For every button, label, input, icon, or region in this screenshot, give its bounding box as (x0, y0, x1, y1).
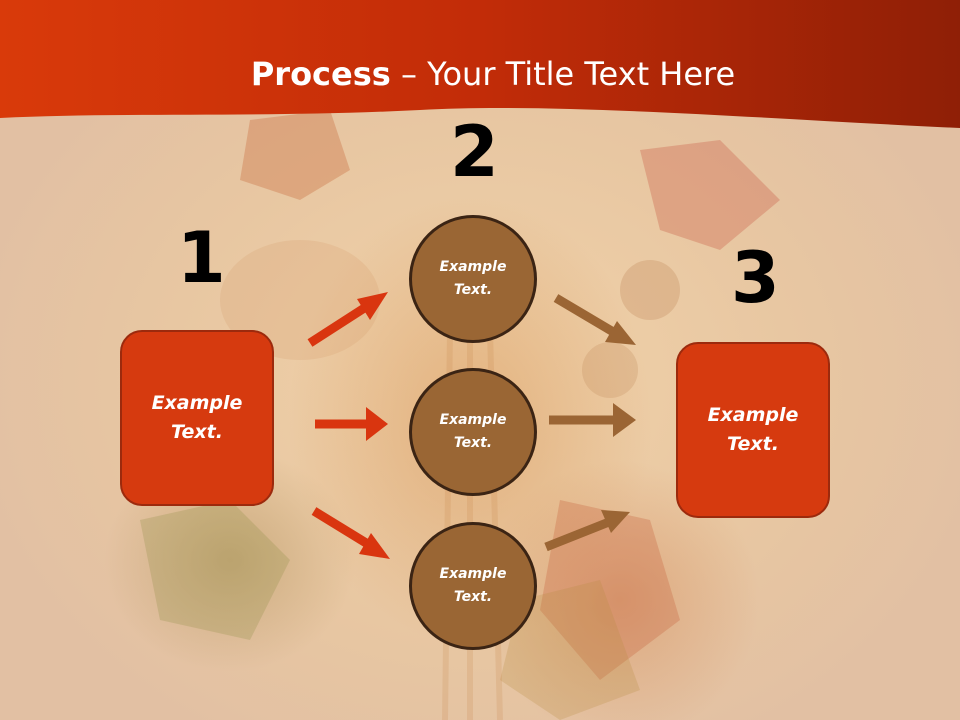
step-box-1: Example Text. (120, 330, 274, 506)
process-circle-bottom: Example Text. (409, 522, 537, 650)
arrow-from-middle-circle (549, 403, 636, 437)
title-bold: Process (250, 55, 391, 93)
arrow-from-top-circle (553, 294, 636, 345)
process-circle-middle: Example Text. (409, 368, 537, 496)
step-box-3-text: Example Text. (707, 404, 799, 455)
process-circle-middle-text: Example Text. (439, 412, 507, 451)
header-banner (0, 0, 960, 128)
arrow-to-middle-circle (315, 407, 388, 441)
arrow-to-bottom-circle (311, 507, 390, 559)
step-box-3: Example Text. (676, 342, 830, 518)
step-box-1-text: Example Text. (151, 392, 243, 443)
process-circle-bottom-text: Example Text. (439, 566, 507, 605)
step-number-2: 2 (450, 111, 499, 193)
step-number-1: 1 (177, 217, 226, 299)
arrow-to-top-circle (307, 292, 388, 347)
slide-title: Process – Your Title Text Here (0, 54, 960, 94)
arrow-from-bottom-circle (544, 510, 630, 552)
process-circle-top-text: Example Text. (439, 259, 507, 298)
step-number-3: 3 (731, 237, 780, 319)
title-rest: – Your Title Text Here (390, 55, 736, 93)
process-circle-top: Example Text. (409, 215, 537, 343)
